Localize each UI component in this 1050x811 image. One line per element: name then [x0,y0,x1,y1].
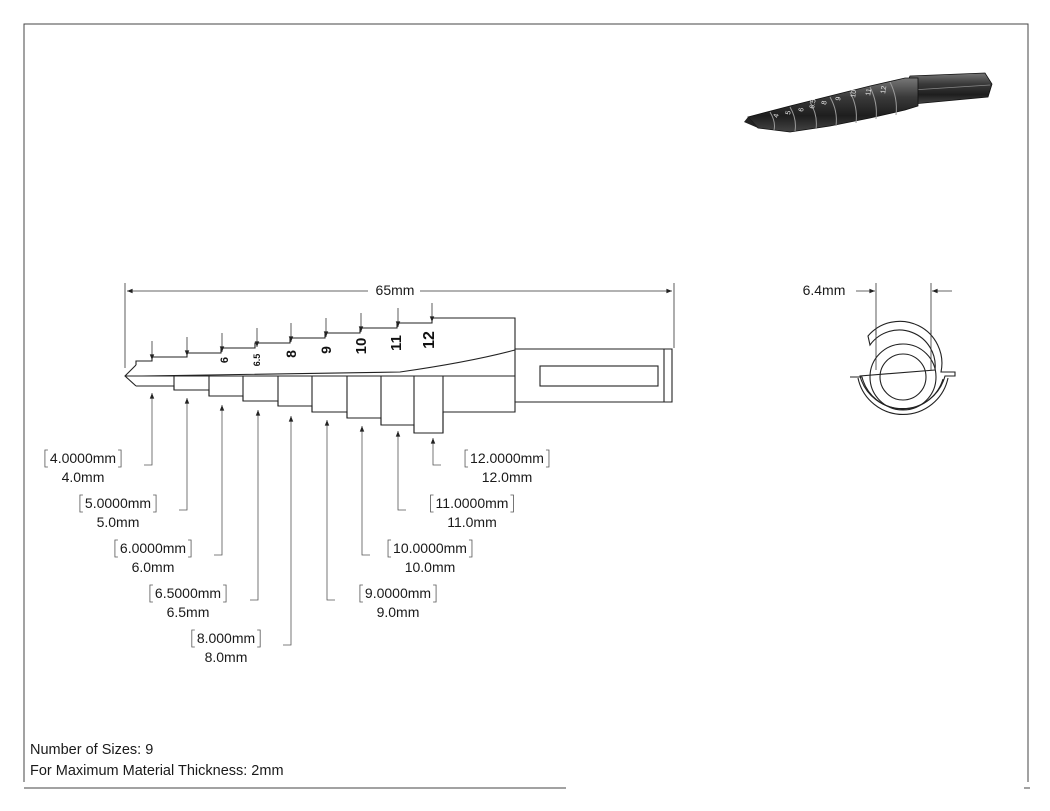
callout-secondary: 8.0mm [205,649,248,665]
callout-primary: 11.0000mm [436,495,509,511]
callout-bracket [153,494,157,513]
callout-primary: 12.0000mm [470,450,544,466]
step-label: 12 [421,331,438,349]
callout-secondary: 5.0mm [97,514,140,530]
preview-step-label: 6 [798,107,806,112]
note-number-of-sizes: Number of Sizes: 9 [30,742,154,758]
preview-step-label: 4 [773,113,781,118]
callout-leader [283,422,292,646]
callout-labels: 4.0000mm 4.0mm 5.0000mm 5.0mm 6.0000mm 6.0mm 6… [44,449,550,665]
callout-bracket [468,539,473,558]
callout-leaders [144,392,441,646]
flute-line [141,349,516,377]
step-label: 11 [388,335,405,351]
sheet-border [23,23,1030,789]
callout-secondary: 4.0mm [62,469,105,485]
callout-bracket [188,539,192,558]
preview-step-label: 6.5 [809,98,818,109]
callout-secondary: 6.0mm [132,559,175,575]
callout-leader [397,437,406,511]
step-label: 9 [318,346,334,354]
step-label: 6.5 [252,354,262,367]
step-label: 8 [283,350,299,358]
end-view-shank [879,353,927,401]
callout-primary: 5.0000mm [85,495,151,511]
body-outline [135,317,673,434]
callout-leader [214,411,223,556]
callout-bracket [433,584,437,603]
shank-flat [539,365,659,387]
step-label: 6 [219,357,231,363]
callout-leader [361,432,370,556]
callout-primary: 6.0000mm [120,540,186,556]
preview-step-label: 8 [821,100,829,105]
callout-secondary: 6.5mm [167,604,210,620]
callout-bracket [545,449,550,468]
callout-bracket [510,494,514,513]
width-dimension [856,283,952,335]
callout-primary: 9.0000mm [365,585,431,601]
callout-secondary: 9.0mm [377,604,420,620]
callout-bracket [223,584,227,603]
step-label: 10 [353,338,370,355]
preview-step-label: 11 [865,88,873,96]
drill-bit-side-view [124,317,673,434]
callout-secondary: 11.0mm [447,514,497,530]
callout-bracket [118,449,122,468]
callout-bracket [149,584,153,603]
callout-primary: 8.000mm [197,630,255,646]
step-ticks [149,303,435,361]
callout-primary: 6.5000mm [155,585,221,601]
callout-leader [326,426,335,601]
callout-bracket [464,449,469,468]
callout-bracket [44,449,48,468]
callout-bracket [257,629,261,648]
preview-step-label: 5 [785,110,793,115]
callout-leader [144,399,153,466]
length-dimension [124,283,675,368]
step-labels: 6 6.5 8 9 10 11 12 [219,331,438,366]
callout-leader [432,444,441,466]
note-max-thickness: For Maximum Material Thickness: 2mm [30,763,284,779]
callout-secondary: 12.0mm [482,469,533,485]
length-label: 65mm [376,282,415,298]
preview-step-label: 9 [835,96,843,101]
preview-step-label: 12 [880,85,888,94]
end-view-ring [869,343,937,411]
callout-bracket [430,494,434,513]
callout-primary: 4.0000mm [50,450,116,466]
drill-bit-end-view [850,320,956,415]
callout-secondary: 10.0mm [405,559,456,575]
callout-bracket [387,539,392,558]
callout-bracket [79,494,83,513]
callout-leader [179,404,188,511]
callout-leader [250,416,259,601]
width-label: 6.4mm [803,282,846,298]
preview-step-label: 10 [850,89,858,98]
callout-bracket [114,539,118,558]
callout-bracket [191,629,195,648]
callout-primary: 10.0000mm [393,540,467,556]
callout-bracket [359,584,363,603]
step-edges [173,376,444,433]
